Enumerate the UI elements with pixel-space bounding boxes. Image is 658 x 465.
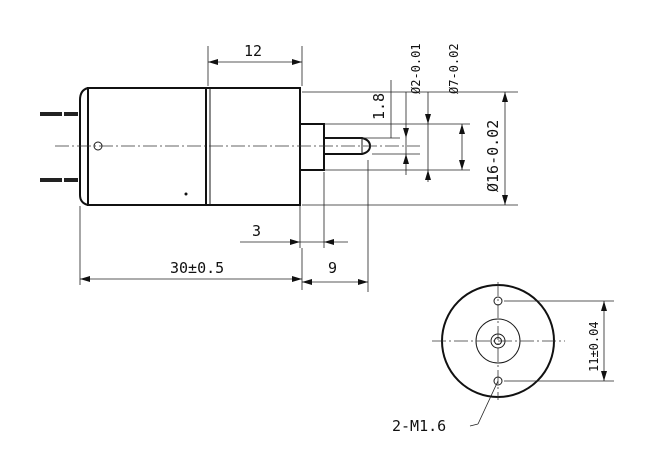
side-view: 12 1.8 Ø2-0.01 Ø7-0.02 (40, 42, 518, 292)
total-length-label: 30±0.5 (170, 259, 224, 277)
motor-body (79, 87, 301, 206)
dim-total-length: 30±0.5 (79, 206, 303, 290)
mount-holes-label: 2-M1.6 (392, 417, 446, 435)
output-boss (299, 123, 325, 171)
step-label: 3 (252, 222, 261, 240)
dim-shaft-diameter: Ø2-0.01 (372, 43, 423, 175)
hole-spacing-label: 11±0.04 (587, 321, 601, 372)
dim-hole-spacing: 11±0.04 (504, 300, 614, 382)
motor-terminals (40, 112, 78, 182)
boss-diameter-label: Ø7-0.02 (447, 43, 461, 94)
mount-hole-callout: 2-M1.6 (392, 380, 499, 435)
body-diameter-label: Ø16-0.02 (484, 120, 502, 192)
dim-step: 3 (240, 172, 348, 248)
dim-flat: 1.8 (324, 80, 400, 139)
shaft-diameter-label: Ø2-0.01 (409, 43, 423, 94)
dim-body-diameter: Ø16-0.02 (302, 91, 518, 206)
dim-boss-diameter: Ø7-0.02 (324, 43, 470, 182)
dim-gear-length: 12 (207, 42, 303, 86)
front-view: 11±0.04 2-M1.6 (392, 282, 614, 435)
flat-label: 1.8 (370, 93, 388, 120)
dim-shaft-length: 9 (302, 160, 369, 292)
gear-length-label: 12 (244, 42, 262, 60)
shaft-length-label: 9 (328, 259, 337, 277)
